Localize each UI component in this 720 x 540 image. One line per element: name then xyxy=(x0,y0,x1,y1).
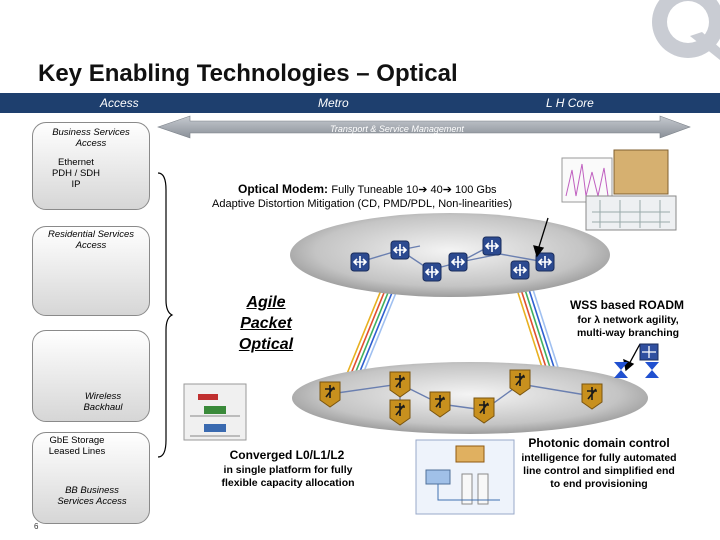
tier-label-core: L H Core xyxy=(546,96,594,110)
residential-title: Residential Services Access xyxy=(47,229,135,251)
optical-modem-heading: Optical Modem: xyxy=(238,182,329,196)
business-panel: Business Services Access Ethernet PDH / … xyxy=(32,122,150,210)
gbe-panel: GbE Storage Leased Lines BB Business Ser… xyxy=(32,432,150,524)
network-tier-band xyxy=(0,93,720,113)
tier-label-access: Access xyxy=(100,96,139,110)
wireless-panel: Wireless Backhaul xyxy=(32,330,150,422)
wireless-title: Wireless Backhaul xyxy=(83,391,123,413)
gbe-title: BB Business Services Access xyxy=(57,485,127,507)
gbe-items: GbE Storage Leased Lines xyxy=(48,435,106,457)
transport-label: Transport & Service Management xyxy=(330,124,464,134)
wss-title: WSS based ROADM xyxy=(569,298,684,312)
residential-panel: Residential Services Access xyxy=(32,226,150,316)
modem-board-image xyxy=(613,149,669,195)
wss-desc: for λ network agility, multi-way branchi… xyxy=(576,314,680,339)
pointer-arrows xyxy=(533,217,641,372)
agile-packet-optical: Agile Packet Optical xyxy=(226,292,306,355)
converged-platform-image xyxy=(183,383,247,441)
metro-ring xyxy=(292,362,648,434)
optical-modem-speeds: Fully Tuneable 10➔ 40➔ 100 Gbs xyxy=(331,184,497,196)
modem-plot-image xyxy=(585,195,677,231)
optical-modem-line: Optical Modem: Fully Tuneable 10➔ 40➔ 10… xyxy=(238,182,497,196)
photonic-desc: intelligence for fully automated line co… xyxy=(521,452,677,490)
optical-modem-mitigation: Adaptive Distortion Mitigation (CD, PMD/… xyxy=(212,198,513,210)
company-logo xyxy=(652,0,720,60)
brace-icon xyxy=(157,172,174,458)
roadm-icon xyxy=(614,343,659,378)
converged-title: Converged L0/L1/L2 xyxy=(229,448,345,462)
business-items: Ethernet PDH / SDH IP xyxy=(51,157,101,190)
business-title: Business Services Access xyxy=(52,127,130,149)
modem-spectrum-image xyxy=(561,157,613,203)
page-number: 6 xyxy=(34,522,39,531)
page-title: Key Enabling Technologies – Optical xyxy=(38,60,458,87)
tier-label-metro: Metro xyxy=(318,96,349,110)
photonic-control-image xyxy=(415,439,515,515)
transport-arrow xyxy=(157,115,691,139)
converged-desc: in single platform for fully flexible ca… xyxy=(221,464,355,489)
agile-line-1: Agile xyxy=(246,294,286,311)
agile-line-2: Packet xyxy=(240,315,292,332)
photonic-title: Photonic domain control xyxy=(528,436,670,450)
agile-line-3: Optical xyxy=(238,336,294,353)
